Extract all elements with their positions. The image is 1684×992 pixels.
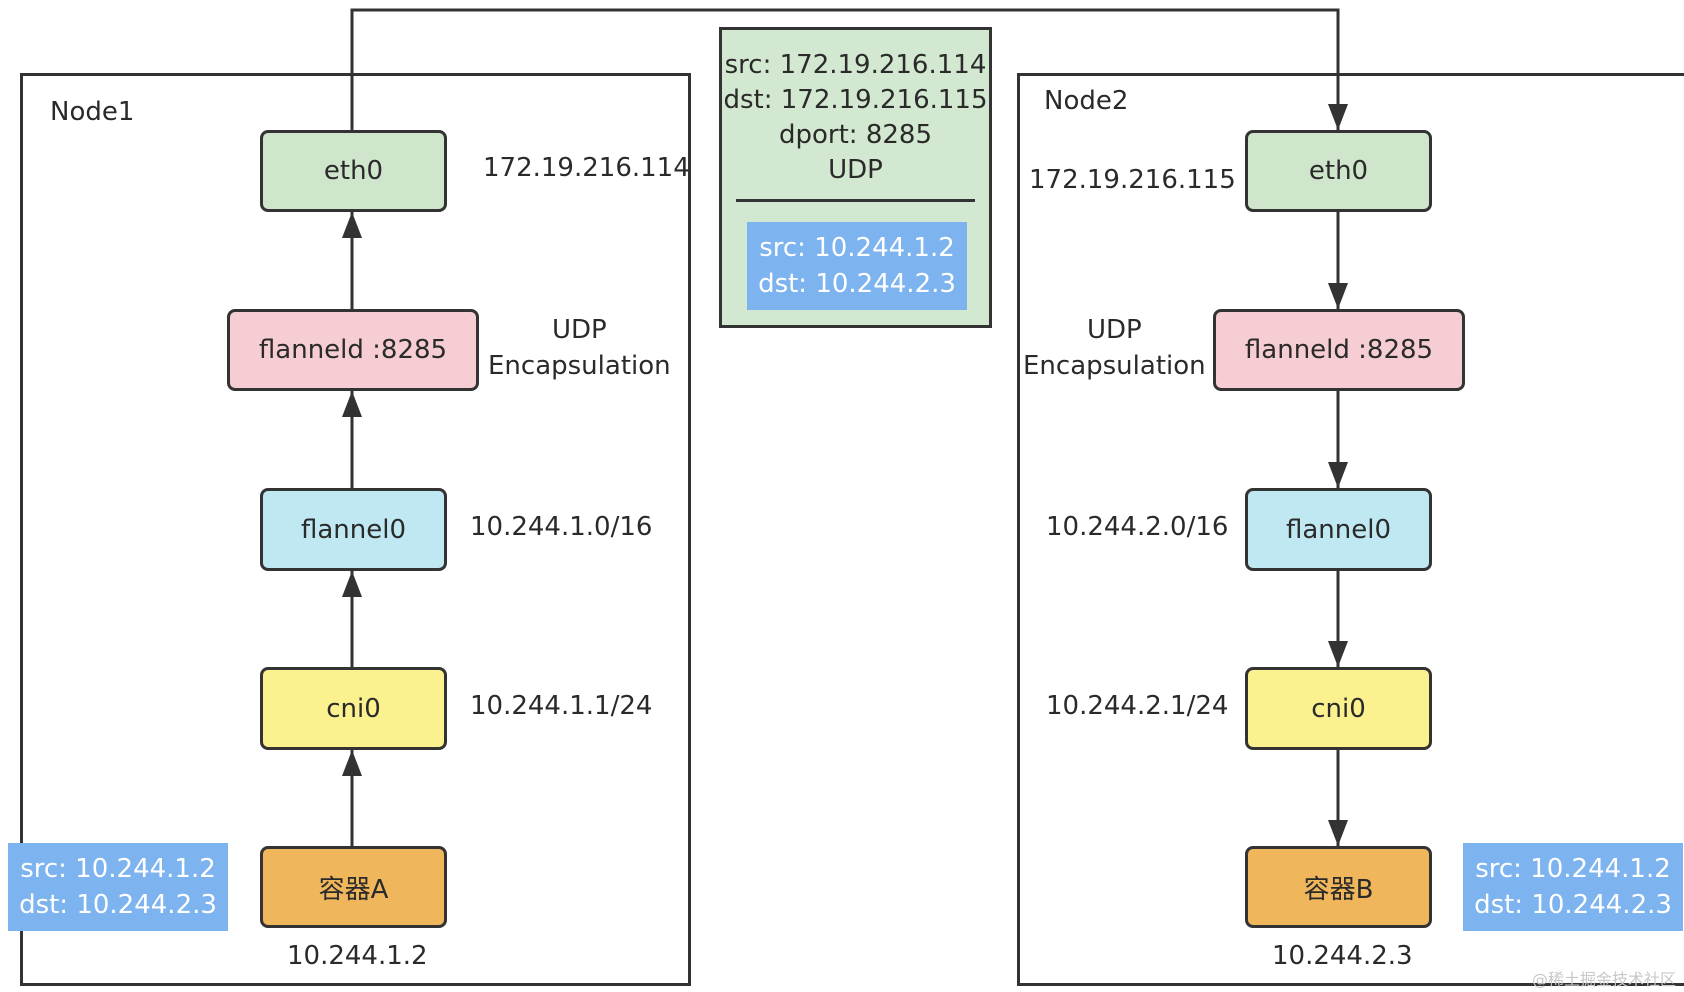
node1-flannel0-box: flannel0 <box>260 488 447 571</box>
node1-frame <box>20 73 691 986</box>
node1-cni0-box: cni0 <box>260 667 447 750</box>
arrowhead-up <box>342 212 362 238</box>
node1-packet: src: 10.244.1.2 dst: 10.244.2.3 <box>8 843 228 931</box>
arrowhead-up <box>342 391 362 417</box>
node2-cni0-box: cni0 <box>1245 667 1432 750</box>
arrowhead-down <box>1328 820 1348 846</box>
outer-packet: src: 172.19.216.114 dst: 172.19.216.115 … <box>719 27 992 328</box>
node1-eth0-box: eth0 <box>260 130 447 212</box>
outer-dst: dst: 172.19.216.115 <box>723 85 988 115</box>
node1-eth0-ip: 172.19.216.114 <box>483 153 690 183</box>
node1-packet-src: src: 10.244.1.2 <box>20 854 216 884</box>
node1-note-line1: UDP <box>551 315 607 345</box>
node2-flannel0-box: flannel0 <box>1245 488 1432 571</box>
node1-cni0-ip: 10.244.1.1/24 <box>470 691 653 721</box>
node1-container-box: 容器A <box>260 846 447 928</box>
arrowhead-down <box>1328 462 1348 488</box>
node1-udp-encapsulation-note: UDP Encapsulation <box>488 312 671 384</box>
node2-packet-dst: dst: 10.244.2.3 <box>1474 890 1672 920</box>
node2-flannel0-ip: 10.244.2.0/16 <box>1046 512 1229 542</box>
node2-eth0-box: eth0 <box>1245 130 1432 212</box>
node2-note-line1: UDP <box>1086 315 1142 345</box>
node2-frame <box>1017 73 1684 986</box>
outer-packet-divider <box>736 199 975 202</box>
node2-container-box: 容器B <box>1245 846 1432 928</box>
inner-src: src: 10.244.1.2 <box>759 233 955 263</box>
node1-note-line2: Encapsulation <box>488 351 671 381</box>
node2-eth0-ip: 172.19.216.115 <box>1029 165 1236 195</box>
inner-packet: src: 10.244.1.2 dst: 10.244.2.3 <box>747 222 967 310</box>
node2-packet-src: src: 10.244.1.2 <box>1475 854 1671 884</box>
node1-title: Node1 <box>50 97 135 127</box>
inner-dst: dst: 10.244.2.3 <box>758 269 956 299</box>
node1-flanneld-box: flanneld :8285 <box>227 309 479 391</box>
outer-dport: dport: 8285 <box>779 120 932 150</box>
node1-packet-dst: dst: 10.244.2.3 <box>19 890 217 920</box>
outer-src: src: 172.19.216.114 <box>724 50 987 80</box>
node2-flanneld-box: flanneld :8285 <box>1213 309 1465 391</box>
eth0-link-line <box>350 8 1340 130</box>
arrow-into-node2-eth0 <box>1328 104 1348 130</box>
outer-protocol: UDP <box>828 155 883 185</box>
node2-title: Node2 <box>1044 86 1129 116</box>
node2-cni0-ip: 10.244.2.1/24 <box>1046 691 1229 721</box>
node2-packet: src: 10.244.1.2 dst: 10.244.2.3 <box>1463 843 1683 931</box>
arrowhead-up <box>342 571 362 597</box>
arrowhead-down <box>1328 283 1348 309</box>
node2-udp-encapsulation-note: UDP Encapsulation <box>1023 312 1206 384</box>
node2-note-line2: Encapsulation <box>1023 351 1206 381</box>
outer-packet-header: src: 172.19.216.114 dst: 172.19.216.115 … <box>722 48 989 188</box>
watermark: @稀土掘金技术社区 <box>1531 970 1676 989</box>
node1-flannel0-ip: 10.244.1.0/16 <box>470 512 653 542</box>
node1-container-ip: 10.244.1.2 <box>287 941 428 971</box>
node2-container-ip: 10.244.2.3 <box>1272 941 1413 971</box>
arrowhead-up <box>342 750 362 776</box>
arrowhead-down <box>1328 641 1348 667</box>
